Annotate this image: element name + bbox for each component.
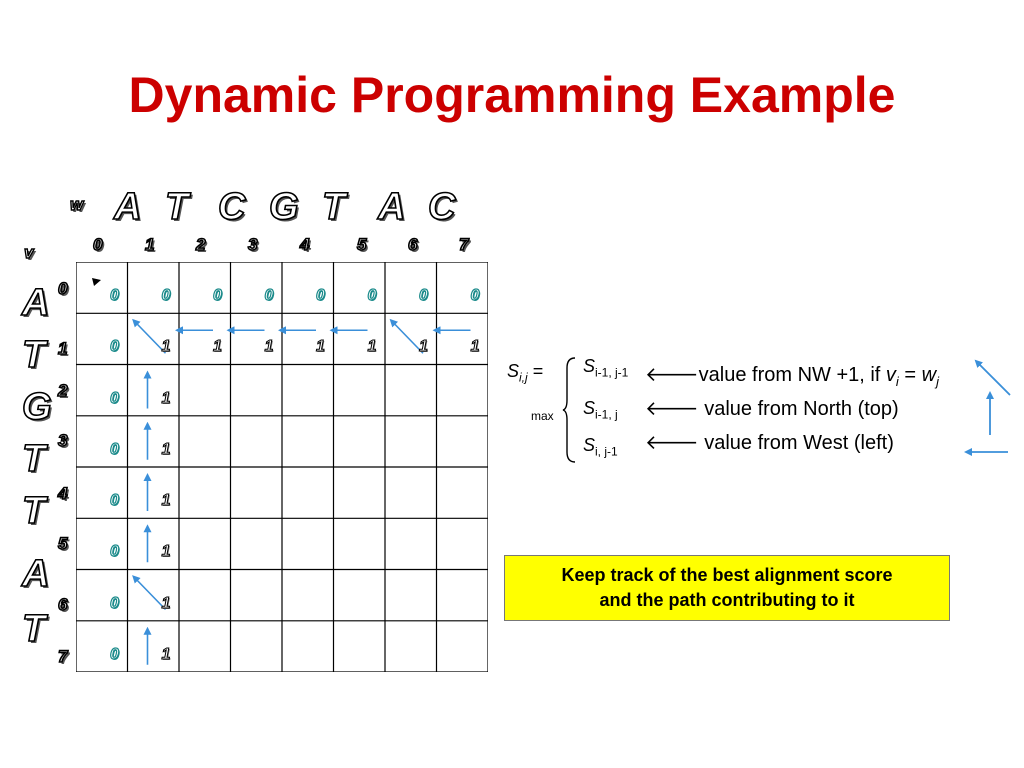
cell-value: 0: [109, 492, 119, 509]
cell-value: 1: [161, 389, 171, 407]
column-index: 4: [299, 235, 310, 254]
row-index: 7: [57, 647, 68, 666]
diagonal-arrow-icon: [132, 575, 167, 611]
row-index: 3: [57, 431, 68, 450]
row-index: 1: [57, 339, 68, 358]
v-letter: T: [21, 608, 46, 650]
cell-value: 1: [470, 338, 480, 356]
cell-value: 0: [161, 287, 171, 304]
cell-value: 0: [109, 440, 119, 458]
cell-value: 0: [264, 287, 274, 304]
cell-value: 1: [161, 645, 171, 663]
diagonal-arrow-icon: [132, 318, 167, 354]
w-letter: A: [377, 186, 406, 228]
cell-value: 1: [367, 338, 377, 356]
legend-diagonal-arrow-icon: [974, 359, 1011, 396]
cell-value: 1: [264, 338, 274, 356]
cell-value: 1: [161, 338, 171, 356]
w-label: w: [69, 195, 84, 214]
v-letter: A: [21, 553, 50, 595]
cell-value: 1: [419, 338, 429, 356]
diagonal-arrow-icon: [389, 318, 424, 354]
slide-title: Dynamic Programming Example: [128, 67, 896, 123]
column-index: 1: [144, 235, 155, 254]
cell-value: 0: [109, 645, 119, 663]
formula-lhs: Si,j =: [507, 361, 544, 385]
column-index: 3: [247, 235, 258, 254]
w-letter: C: [427, 186, 456, 228]
case-1-description: 🡐value from NW +1, if vi = wj: [645, 364, 939, 389]
formula-brace: [562, 357, 576, 463]
cell-value: 1: [161, 492, 171, 509]
w-letter: C: [217, 186, 246, 228]
callout-line-2: and the path contributing to it: [599, 590, 855, 610]
callout-line-1: Keep track of the best alignment score: [561, 564, 893, 585]
v-label: v: [23, 243, 34, 262]
column-index: 5: [356, 235, 367, 254]
case-3-description: 🡐 value from West (left): [645, 432, 894, 454]
column-index: 0: [92, 235, 103, 254]
cell-value: 1: [161, 543, 171, 561]
dp-grid: [76, 262, 488, 672]
row-index: 5: [57, 534, 68, 553]
cell-value: 0: [367, 287, 377, 304]
callout-box: Keep track of the best alignment score a…: [504, 555, 950, 621]
formula-case-3: Si, j-1: [583, 435, 618, 459]
left-arrow-icon: 🡐: [645, 398, 699, 420]
cell-value: 0: [109, 543, 119, 561]
w-letter: T: [164, 186, 189, 228]
w-letter: T: [321, 186, 346, 228]
origin-pointer-icon: [92, 278, 101, 286]
formula-case-1: Si-1, j-1: [583, 356, 629, 380]
cell-value: 0: [109, 594, 119, 612]
w-letter: G: [268, 186, 299, 228]
cell-value: 0: [212, 287, 222, 304]
column-index: 6: [407, 235, 418, 254]
v-letter: T: [21, 334, 46, 376]
row-index: 6: [57, 595, 68, 614]
cell-value: 0: [109, 338, 119, 356]
row-index: 0: [57, 279, 68, 298]
left-arrow-icon: 🡐: [645, 432, 699, 454]
row-index: 2: [57, 381, 68, 400]
formula-case-2: Si-1, j: [583, 398, 618, 422]
cell-value: 1: [161, 440, 171, 458]
cell-value: 0: [315, 287, 325, 304]
formula-max: max: [531, 409, 554, 423]
w-letter: A: [113, 186, 142, 228]
cell-value: 0: [418, 287, 428, 304]
v-letter: G: [21, 386, 52, 428]
row-index: 4: [57, 484, 68, 503]
cell-value: 0: [109, 287, 119, 304]
v-letter: T: [21, 490, 46, 532]
cell-value: 1: [316, 338, 326, 356]
v-letter: A: [21, 282, 50, 324]
v-letter: T: [21, 438, 46, 480]
column-index: 2: [195, 235, 206, 254]
cell-value: 0: [470, 287, 480, 304]
column-index: 7: [458, 235, 469, 254]
left-arrow-icon: 🡐: [645, 364, 699, 386]
case-2-description: 🡐 value from North (top): [645, 398, 899, 420]
cell-value: 1: [213, 338, 223, 356]
cell-value: 0: [109, 389, 119, 407]
cell-value: 1: [161, 594, 171, 612]
legend-arrows: [964, 359, 1011, 456]
